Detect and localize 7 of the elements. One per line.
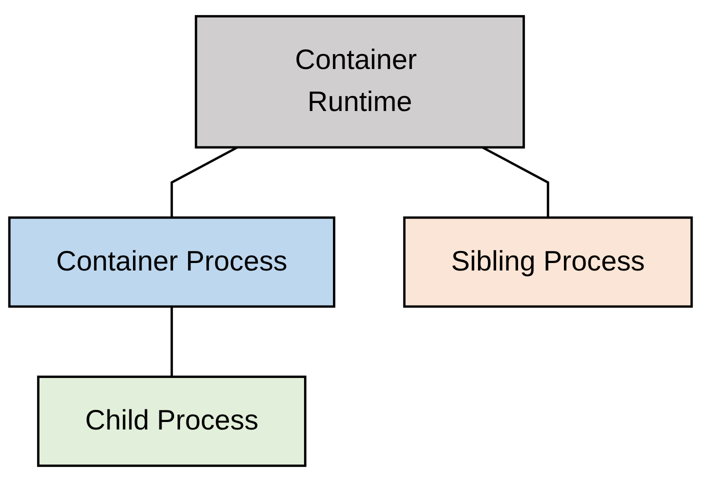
node-box: Container Runtime [194,15,525,149]
connector [170,306,173,377]
connector [170,146,238,218]
node-box: Sibling Process [403,216,693,308]
connector [482,146,550,218]
node-box: Child Process [37,376,306,467]
node-box: Container Process [8,216,336,308]
